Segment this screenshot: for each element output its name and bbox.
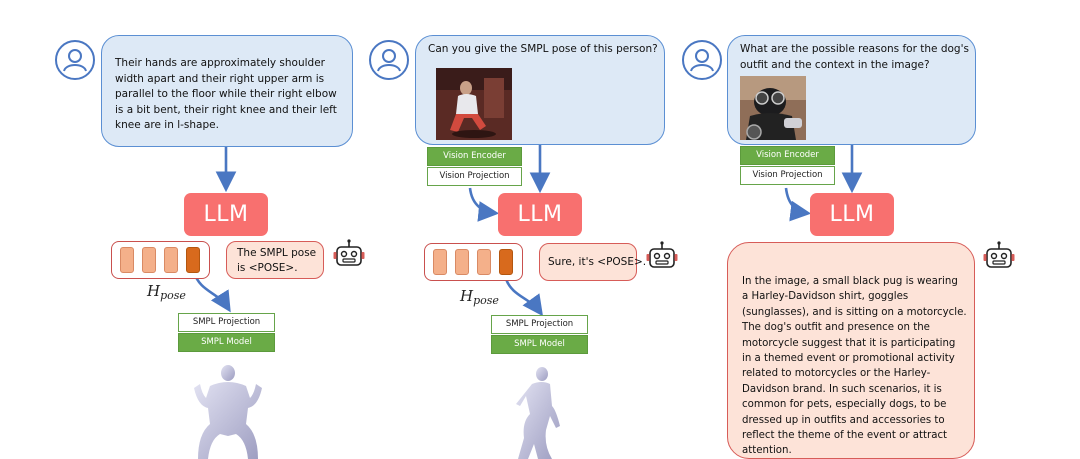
token xyxy=(164,247,178,273)
smpl-mesh xyxy=(516,367,560,459)
user-icon xyxy=(55,40,95,80)
token xyxy=(455,249,469,275)
smpl-model-box: SMPL Model xyxy=(178,333,275,352)
vision-encoder-box: Vision Encoder xyxy=(740,146,835,165)
smpl-projection-box: SMPL Projection xyxy=(178,313,275,332)
smpl-model-box: SMPL Model xyxy=(491,335,588,354)
llm-block: LLM xyxy=(184,193,268,236)
token-sequence xyxy=(111,241,210,279)
user-prompt-text: Can you give the SMPL pose of this perso… xyxy=(428,43,658,55)
bot-response-text: The SMPL pose is <POSE>. xyxy=(237,247,317,274)
robot-icon xyxy=(333,239,365,266)
pose-token xyxy=(186,247,200,273)
token xyxy=(433,249,447,275)
pose-token xyxy=(499,249,513,275)
bot-response-bubble xyxy=(539,243,637,281)
photo-pug xyxy=(740,76,806,140)
smpl-projection-box: SMPL Projection xyxy=(491,315,588,334)
token-sequence xyxy=(424,243,523,281)
photo-person xyxy=(436,68,512,140)
hpose-label: Hpose xyxy=(147,282,186,302)
user-icon xyxy=(369,40,409,80)
bot-response-text: In the image, a small black pug is weari… xyxy=(742,276,967,457)
bot-response-bubble xyxy=(226,241,324,279)
vision-projection-box: Vision Projection xyxy=(740,166,835,185)
token xyxy=(120,247,134,273)
user-icon xyxy=(682,40,722,80)
llm-block: LLM xyxy=(810,193,894,236)
user-prompt-bubble xyxy=(101,35,353,147)
vision-projection-box: Vision Projection xyxy=(427,167,522,186)
bot-response-bubble xyxy=(727,242,975,459)
robot-icon xyxy=(646,241,678,268)
robot-icon xyxy=(983,241,1015,268)
bot-response-text: Sure, it's <POSE>. xyxy=(548,256,647,268)
token xyxy=(477,249,491,275)
smpl-mesh xyxy=(194,365,262,459)
vision-encoder-box: Vision Encoder xyxy=(427,147,522,166)
user-prompt-text: Their hands are approximately shoulder w… xyxy=(115,57,337,131)
llm-block: LLM xyxy=(498,193,582,236)
user-prompt-text: What are the possible reasons for the do… xyxy=(740,43,969,71)
hpose-label: Hpose xyxy=(460,287,499,307)
token xyxy=(142,247,156,273)
